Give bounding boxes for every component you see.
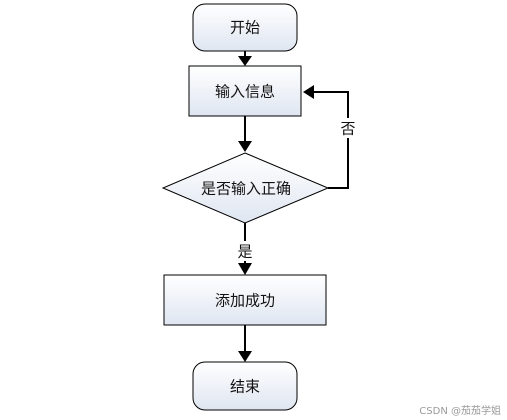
edge-start-to-input [238,51,252,66]
watermark: CSDN @茄茄学姐 [419,406,501,417]
edge-yes: 是 [235,223,255,275]
edge-input-to-check [238,116,252,152]
check-node: 是否输入正确 [161,152,330,224]
arrowhead [238,141,252,152]
input-node-shape [188,65,302,117]
edge-label-no: 否 [340,120,355,138]
end-node-shape [192,361,298,411]
start-node-label: 开始 [230,19,260,37]
edge-success-to-end [238,325,252,362]
arrowhead [238,351,252,362]
input-node: 输入信息 [188,65,302,117]
edge-label-yes: 是 [237,243,252,261]
check-node-label: 是否输入正确 [201,180,291,198]
success-node-label: 添加成功 [215,292,275,310]
edge-no-loop: 否 [303,85,358,189]
end-node: 结束 [192,361,298,411]
end-node-label: 结束 [230,378,260,396]
input-node-label: 输入信息 [215,83,275,101]
success-node-shape [163,274,327,326]
arrowhead [238,56,252,66]
arrowhead [303,85,314,99]
arrowhead [238,263,252,275]
start-node: 开始 [192,3,298,52]
success-node: 添加成功 [163,274,327,326]
